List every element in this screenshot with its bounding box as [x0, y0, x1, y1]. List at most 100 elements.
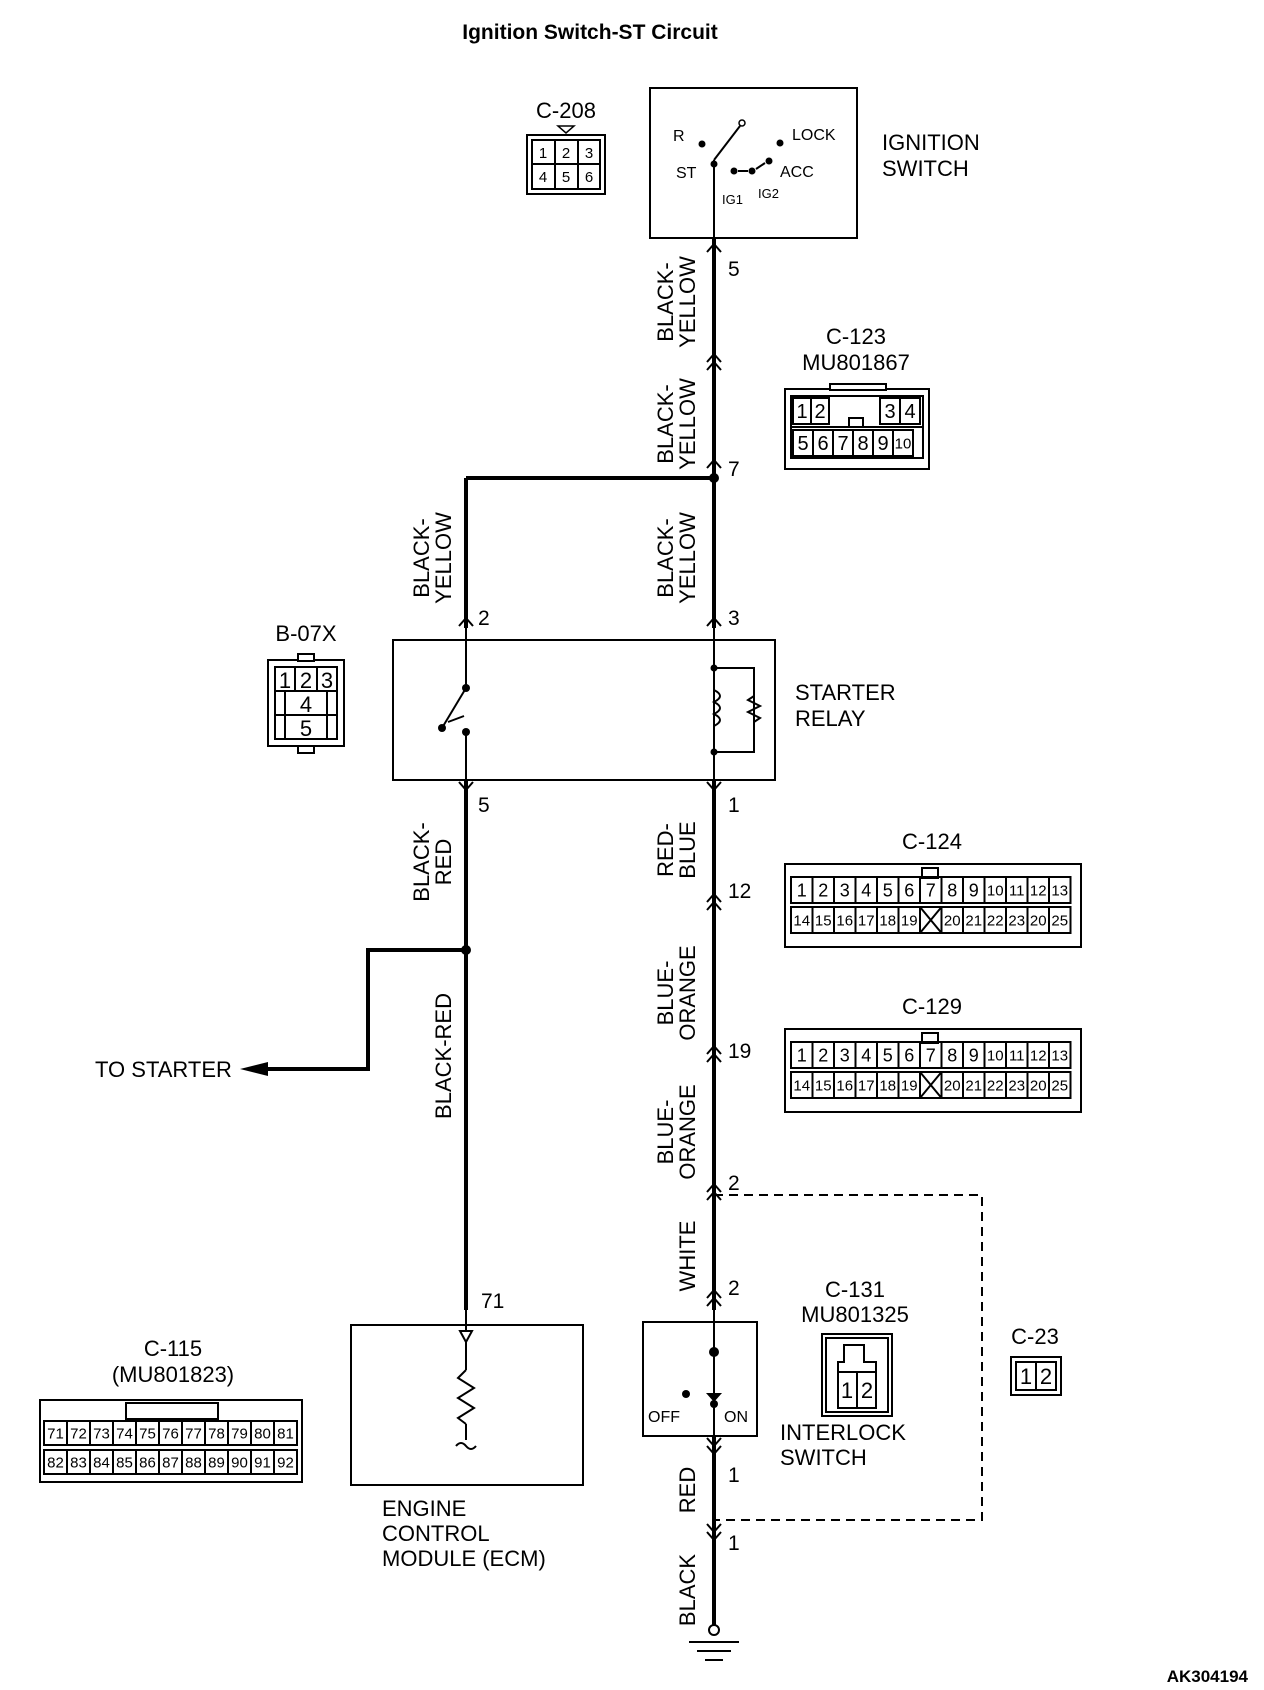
pin: 2 — [818, 1045, 828, 1065]
pin: 1 — [279, 668, 291, 693]
pin: 25 — [1051, 912, 1068, 929]
wire-label: YELLOW — [675, 256, 700, 348]
pin: 83 — [70, 1454, 87, 1471]
pin: 20 — [1030, 912, 1047, 929]
ignition-pos-acc: ACC — [780, 164, 814, 181]
pin: 19 — [901, 1077, 918, 1094]
connector-name: C-131 — [825, 1277, 885, 1302]
pin-number: 5 — [478, 794, 490, 817]
ignition-pos-ig1: IG1 — [722, 192, 743, 207]
pin: 2 — [300, 668, 312, 693]
wire-label: YELLOW — [675, 378, 700, 470]
pin: 13 — [1051, 882, 1068, 899]
pin: 3 — [840, 1045, 850, 1065]
pin: 13 — [1051, 1047, 1068, 1064]
pin-numbers: 5 7 2 3 5 1 12 19 2 2 1 1 71 — [478, 258, 751, 1555]
pin-number: 1 — [728, 1532, 740, 1555]
pin: 7 — [926, 880, 936, 900]
pin: 71 — [47, 1425, 64, 1442]
pin: 80 — [254, 1425, 271, 1442]
pin-number: 2 — [728, 1172, 740, 1195]
connector-name: C-129 — [902, 994, 962, 1019]
wire-label: BLUE- — [653, 1100, 678, 1165]
connector-marks — [458, 242, 722, 1542]
pin-cell — [1048, 906, 1072, 934]
interlock-switch: OFF ON — [642, 1310, 758, 1437]
pin: 10 — [895, 435, 912, 452]
starter-relay — [392, 628, 776, 781]
pin: 79 — [231, 1425, 248, 1442]
pin: 9 — [969, 1045, 979, 1065]
pin: 8 — [947, 880, 957, 900]
interlock-off-label: OFF — [648, 1409, 680, 1426]
pin: 5 — [797, 433, 808, 455]
wire-label: BLACK — [675, 1554, 700, 1626]
ignition-switch-label: IGNITION — [882, 130, 980, 155]
pin-number: 12 — [728, 880, 751, 903]
pin: 1 — [1020, 1364, 1032, 1389]
pin-number: 3 — [728, 607, 740, 630]
pin: 7 — [837, 433, 848, 455]
pin: 4 — [300, 692, 312, 717]
pin: 17 — [858, 1077, 875, 1094]
pin: 3 — [840, 880, 850, 900]
pin: 5 — [562, 169, 570, 186]
pin: 9 — [969, 880, 979, 900]
pin: 6 — [817, 433, 828, 455]
pin: 84 — [93, 1454, 110, 1471]
connector-name: C-124 — [902, 829, 962, 854]
pin-number: 19 — [728, 1040, 751, 1063]
wire-label: RED- — [653, 823, 678, 877]
pin: 4 — [861, 1045, 871, 1065]
pin: 16 — [836, 912, 853, 929]
pin: 15 — [815, 1077, 832, 1094]
pin: 2 — [818, 880, 828, 900]
starter-relay-label: STARTER — [795, 680, 896, 705]
ignition-switch-label: SWITCH — [882, 156, 969, 181]
to-starter-label: TO STARTER — [95, 1057, 232, 1082]
pin-number: 2 — [728, 1277, 740, 1300]
pin-number: 1 — [728, 1464, 740, 1487]
pin: 76 — [162, 1425, 179, 1442]
pin: 12 — [1030, 882, 1047, 899]
pin-cell — [892, 429, 914, 457]
wire-label: YELLOW — [431, 512, 456, 604]
pin: 1 — [796, 401, 807, 423]
connector-c131: C-131 MU801325 1 2 — [801, 1277, 909, 1417]
wire-label: RED — [431, 839, 456, 885]
interlock-on-label: ON — [724, 1409, 748, 1426]
pin: 14 — [793, 912, 810, 929]
pin: 11 — [1009, 882, 1025, 899]
wire-label: BLACK- — [409, 518, 434, 597]
pin: 87 — [162, 1454, 179, 1471]
pin: 92 — [277, 1454, 294, 1471]
pin: 6 — [904, 1045, 914, 1065]
pin: 7 — [926, 1045, 936, 1065]
pin-number: 71 — [481, 1290, 504, 1313]
ignition-switch: R LOCK ST ACC IG1 IG2 — [649, 87, 858, 239]
ignition-pos-st: ST — [676, 165, 697, 182]
pin: 15 — [815, 912, 832, 929]
pin: 4 — [861, 880, 871, 900]
pin: 89 — [208, 1454, 225, 1471]
pin: 1 — [841, 1378, 853, 1403]
pin: 25 — [1051, 1077, 1068, 1094]
pin: 73 — [93, 1425, 110, 1442]
pin: 6 — [904, 880, 914, 900]
pin: 8 — [857, 433, 868, 455]
pin-cell — [899, 397, 921, 425]
pin: 5 — [883, 880, 893, 900]
pin: 20 — [944, 1077, 961, 1094]
wire-label: BLACK- — [653, 262, 678, 341]
pin-number: 7 — [728, 458, 740, 481]
pin: 22 — [987, 912, 1004, 929]
wire-label: ORANGE — [675, 945, 700, 1040]
wire-label: BLACK- — [409, 822, 434, 901]
wire-color-labels: BLACK- YELLOW BLACK- YELLOW BLACK- YELLO… — [409, 256, 700, 1626]
pin: 88 — [185, 1454, 202, 1471]
pin: 21 — [965, 912, 982, 929]
blank-pin-mark — [919, 906, 943, 934]
starter-relay-label: RELAY — [795, 706, 866, 731]
pin: 2 — [814, 401, 825, 423]
wire-label: BLACK- — [653, 384, 678, 463]
